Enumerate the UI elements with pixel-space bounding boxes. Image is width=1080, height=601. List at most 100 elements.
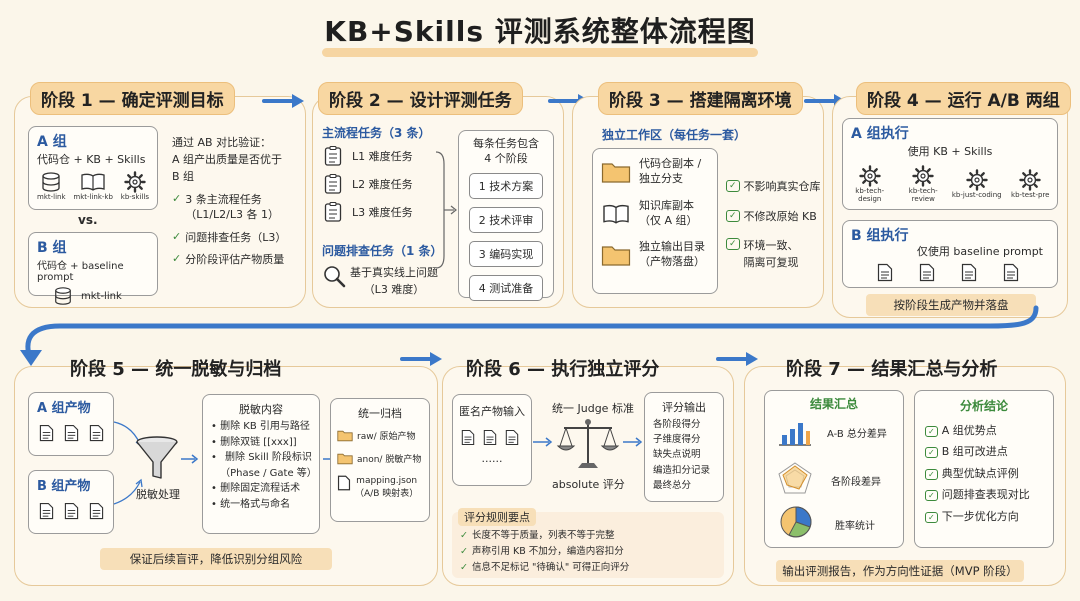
anon-content-item: • 删除双链 [[xxx]]: [211, 436, 297, 448]
task-label: L3 难度任务: [352, 206, 413, 219]
group-b-icon-label: mkt-link: [81, 290, 122, 302]
task-label: L1 难度任务: [352, 150, 413, 163]
debug-task-desc: 基于真实线上问题 （L3 难度）: [350, 266, 438, 297]
debug-task-title: 问题排查任务（1 条）: [322, 244, 443, 258]
checklist-icon: [324, 146, 342, 166]
repo-item: mkt-link: [37, 171, 66, 201]
checklist-icon: [324, 174, 342, 194]
main-tasks-list: L1 难度任务 L2 难度任务 L3 难度任务: [324, 146, 413, 222]
group-a-desc: 代码仓 + KB + Skills: [37, 153, 146, 166]
anon-content-item: • 删除 Skill 阶段标识 （Phase / Gate 等）: [211, 450, 319, 481]
checklist-icon: [324, 202, 342, 222]
anon-content-text: 删除双链 [[xxx]]: [220, 436, 297, 448]
task-item: L1 难度任务: [324, 146, 413, 166]
score-output-title: 评分输出: [662, 401, 706, 414]
arrow-right-icon: [533, 437, 553, 447]
folder-icon: [601, 246, 631, 266]
pie-chart-icon: [780, 506, 812, 538]
task-item: L3 难度任务: [324, 202, 413, 222]
page-title: KB+Skills 评测系统整体流程图: [324, 15, 756, 48]
judge-title: 统一 Judge 标准: [552, 402, 634, 415]
analysis-item: ✓典型优缺点评例: [925, 463, 1053, 484]
arrow-right-icon: [716, 352, 758, 366]
task-label: L2 难度任务: [352, 178, 413, 191]
radar-chart-icon: [778, 462, 812, 494]
check-item: ✓不修改原始 KB: [726, 208, 822, 224]
score-output-item: 编造扣分记录: [653, 464, 711, 476]
group-b-box: B 组 代码仓 + baseline prompt mkt-link: [28, 232, 158, 305]
score-output-item: 各阶段得分: [653, 419, 701, 430]
phases-box: 每条任务包含 4 个阶段 1 技术方案 2 技术评审 3 编码实现 4 测试准备: [458, 130, 554, 301]
b-exec-desc: 仅使用 baseline prompt: [916, 245, 1043, 258]
check-item: ✓问题排查任务（L3）: [172, 229, 302, 245]
bar-chart-icon: [779, 423, 811, 446]
doc-icons: [39, 502, 113, 520]
group-a-name: A 组: [37, 134, 67, 150]
gear-icon: [1019, 169, 1041, 191]
score-output-item: 最终总分: [653, 479, 692, 491]
check-icon: ✓: [172, 252, 182, 266]
anon-content-item: • 删除固定流程话术: [211, 483, 301, 494]
document-icon: [39, 502, 54, 520]
anon-content-text: 删除 KB 引用与路径: [220, 421, 310, 432]
workspace-item-label: 代码仓副本 / 独立分支: [639, 157, 702, 185]
skill-label: kb-tech-review: [908, 187, 938, 203]
score-output-item: 缺失点说明: [653, 449, 701, 461]
anon-content-text: 删除 Skill 阶段标识 （Phase / Gate 等）: [220, 452, 317, 479]
anon-content-item: • 统一格式与命名: [211, 498, 291, 510]
folder-icon: [337, 453, 353, 465]
skills-label: kb-skills: [120, 193, 149, 201]
group-b-name: B 组: [37, 240, 67, 256]
workspace-box: 代码仓副本 / 独立分支 知识库副本 （仅 A 组） 独立输出目录 （产物落盘）: [592, 148, 718, 294]
b-exec-box: B 组执行 仅使用 baseline prompt: [842, 220, 1058, 288]
a-exec-desc: 使用 KB + Skills: [907, 145, 993, 158]
b-output-title: B 组产物: [37, 479, 91, 494]
archive-item: raw/ 原始产物: [337, 429, 429, 442]
connector-arrow-icon: [20, 305, 1039, 366]
workspace-item-label: 独立输出目录 （产物落盘）: [639, 240, 705, 269]
analysis-text: A 组优势点: [941, 424, 997, 437]
group-a-box: A 组 代码仓 + KB + Skills mkt-link mkt-link-…: [28, 126, 158, 210]
document-icon: [483, 429, 497, 446]
title-underline: [322, 48, 758, 57]
analysis-box: 分析结论 ✓A 组优势点 ✓B 组可改进点 ✓典型优缺点评例 ✓问题排查表现对比…: [914, 390, 1054, 548]
gear-icon: [966, 169, 988, 191]
folder-icon: [601, 163, 631, 183]
analysis-text: 下一步优化方向: [941, 509, 1019, 523]
skill-label: kb-test-pre: [1011, 191, 1050, 199]
archive-item-label: raw/ 原始产物: [357, 432, 416, 442]
check-item: ✓不影响真实仓库: [726, 178, 822, 194]
stage4-label: 阶段 4 — 运行 A/B 两组: [856, 82, 1071, 115]
archive-item-label: anon/ 脱敏产物: [357, 455, 422, 465]
check-text: 不影响真实仓库: [743, 180, 821, 193]
anon-input-title: 匿名产物输入: [459, 405, 525, 418]
anon-content-title: 脱敏内容: [239, 403, 283, 416]
check-item: ✓3 条主流程任务 （L1/L2/L3 各 1）: [172, 192, 302, 223]
document-icon: [877, 263, 893, 282]
checkbox-icon: ✓: [726, 180, 740, 192]
rule-item: ✓信息不足标记 "待确认" 可得正向评分: [460, 560, 629, 576]
skill-item: kb-tech-design: [844, 165, 896, 203]
workspace-title: 独立工作区（每任务一套）: [602, 128, 747, 142]
doc-icons: [877, 263, 1019, 282]
skill-label: kb-just-coding: [951, 191, 1002, 199]
check-text: 不修改原始 KB: [743, 210, 817, 223]
doc-icons: [461, 429, 531, 446]
document-icon: [1003, 263, 1019, 282]
gear-icon: [912, 165, 934, 187]
document-icon: [461, 429, 475, 446]
stage1-checks: ✓3 条主流程任务 （L1/L2/L3 各 1） ✓问题排查任务（L3） ✓分阶…: [172, 192, 302, 267]
arrow-right-icon: [623, 437, 643, 447]
stage7-label: 阶段 7 — 结果汇总与分析: [786, 359, 998, 380]
gear-icon: [124, 171, 146, 193]
archive-item: mapping.json （A/B 映射表）: [337, 475, 429, 500]
checkbox-icon: ✓: [925, 511, 938, 523]
stage2-label: 阶段 2 — 设计评测任务: [318, 82, 523, 115]
check-text: 环境一致、 隔离可复现: [743, 239, 799, 269]
document-icon: [89, 502, 104, 520]
analysis-item: ✓A 组优势点: [925, 420, 1053, 441]
database-icon: [42, 172, 60, 192]
checkbox-icon: ✓: [726, 238, 740, 250]
stage1-intro: 通过 AB 对比验证： A 组产出质量是否优于 B 组: [172, 136, 283, 184]
stage5-label: 阶段 5 — 统一脱敏与归档: [70, 359, 282, 380]
